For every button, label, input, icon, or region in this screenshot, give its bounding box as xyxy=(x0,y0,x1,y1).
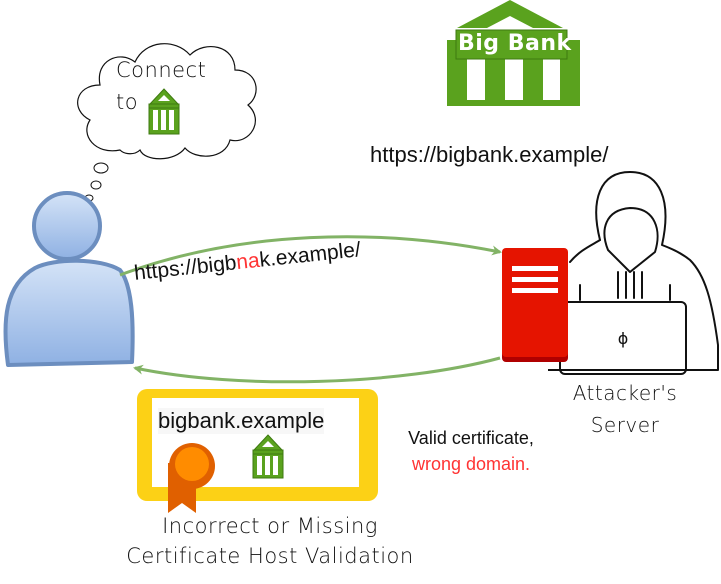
thought-text-to: to xyxy=(116,90,139,114)
attacker-label-line2: Server xyxy=(590,413,660,437)
bank-url[interactable]: https://bigbank.example/ xyxy=(370,142,609,167)
big-bank-icon xyxy=(447,0,580,106)
laptop-icon: ɸ xyxy=(548,301,718,375)
user-avatar[interactable] xyxy=(3,191,135,367)
svg-text:ɸ: ɸ xyxy=(618,329,629,348)
spoofed-url-typo: na xyxy=(235,248,261,275)
caption-line2: Certificate Host Validation xyxy=(126,544,414,568)
note-valid-certificate: Valid certificate, xyxy=(408,428,534,448)
thought-text-connect: Connect xyxy=(116,58,207,82)
note-wrong-domain: wrong domain. xyxy=(411,454,531,474)
bank-icon-certificate xyxy=(252,434,284,479)
certificate-domain: bigbank.example xyxy=(158,408,325,434)
hacker-icon xyxy=(569,171,719,371)
response-arrow xyxy=(133,356,501,384)
caption-line1: Incorrect or Missing xyxy=(162,514,378,538)
request-arrow xyxy=(119,235,502,277)
attacker-label-line1: Attacker's xyxy=(572,381,678,405)
server-icon[interactable] xyxy=(502,248,568,362)
bank-sign-label: Big Bank xyxy=(458,31,572,56)
bank-icon-small xyxy=(148,88,180,135)
